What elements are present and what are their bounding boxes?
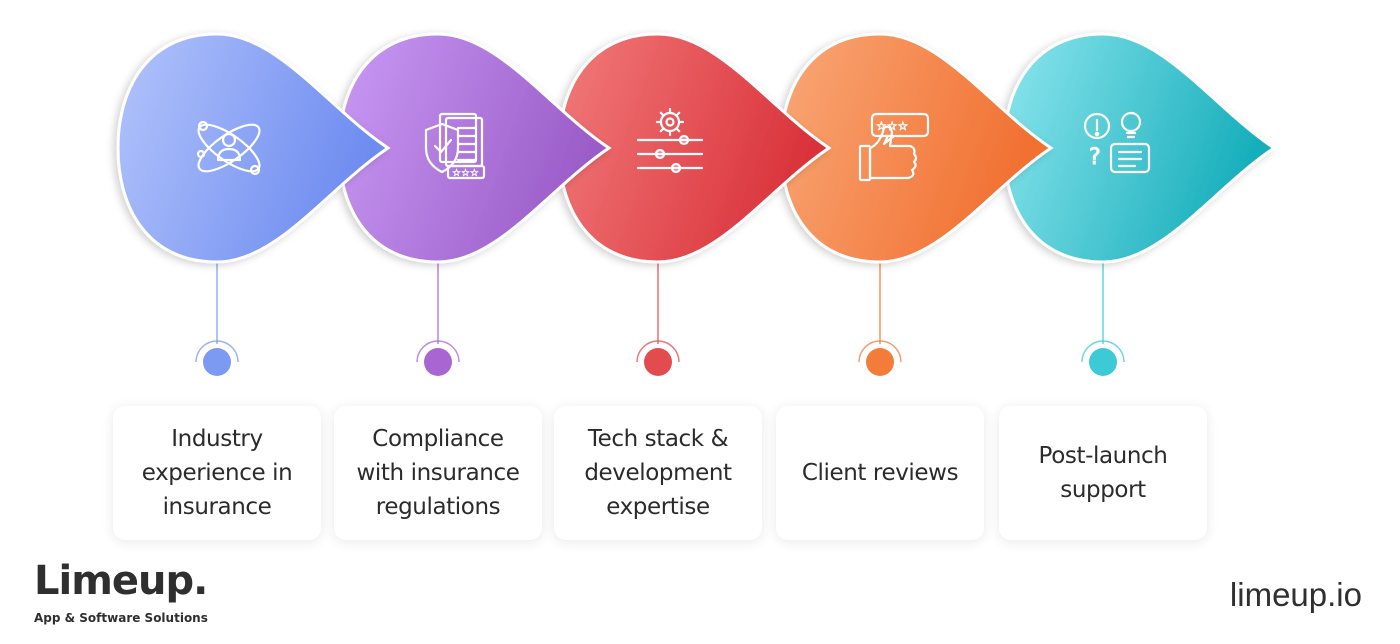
svg-text:☆☆☆: ☆☆☆: [452, 168, 479, 179]
gear-sliders-icon: [636, 107, 704, 174]
brand-tagline: App & Software Solutions: [34, 611, 208, 625]
step-card-3: Tech stack & development expertise: [554, 406, 762, 540]
step-card-4: Client reviews: [776, 406, 984, 540]
step-label: Compliance with insurance regulations: [356, 426, 520, 520]
step-label: Client reviews: [801, 460, 959, 486]
atom-user-icon: [196, 120, 261, 176]
step-label: Post-launch support: [1038, 443, 1168, 503]
svg-text:?: ?: [1089, 145, 1101, 170]
question-chat-icon: ?: [1083, 111, 1151, 174]
step-dot-4: [866, 348, 894, 376]
step-connector-5: [1081, 262, 1125, 376]
step-connector-4: [858, 262, 902, 376]
step-dot-3: [644, 348, 672, 376]
step-drop-5: [1002, 32, 1277, 264]
step-label: Tech stack & development expertise: [584, 426, 732, 520]
step-card-2: Compliance with insurance regulations: [334, 406, 542, 540]
step-dot-1: [203, 348, 231, 376]
step-connector-1: [195, 262, 239, 376]
step-drop-3: [557, 32, 832, 264]
step-drop-4: [779, 32, 1054, 264]
step-dot-2: [424, 348, 452, 376]
step-drop-1: [116, 32, 391, 264]
step-connector-2: [416, 262, 460, 376]
step-connector-3: [636, 262, 680, 376]
brand-logo: Limeup.: [34, 558, 208, 604]
step-drop-2: [337, 32, 612, 264]
step-dot-5: [1089, 348, 1117, 376]
step-card-5: Post-launch support: [999, 406, 1207, 540]
step-card-1: Industry experience in insurance: [113, 406, 321, 540]
step-label: Industry experience in insurance: [141, 426, 293, 520]
thumbs-up-rating-icon: ☆☆☆: [858, 112, 930, 182]
site-url: limeup.io: [1229, 576, 1362, 613]
shield-document-icon: ☆☆☆: [424, 112, 486, 179]
